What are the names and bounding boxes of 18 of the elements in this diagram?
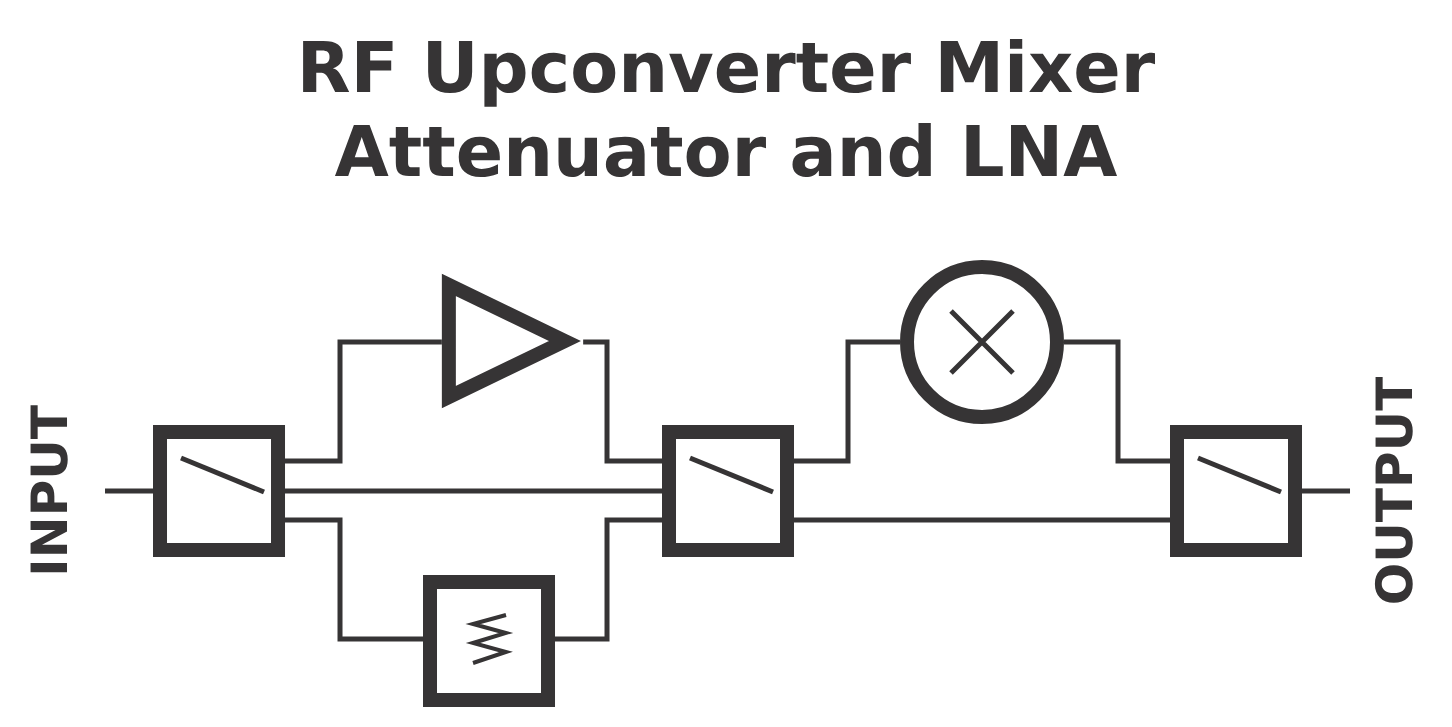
- connector-line: [285, 488, 662, 494]
- mixer-circle: [900, 260, 1064, 424]
- connector-line: [105, 488, 153, 494]
- connector-line: [583, 339, 662, 464]
- input-label: INPUT: [30, 405, 68, 573]
- output-label: OUTPUT: [1374, 377, 1413, 603]
- switch-box: [662, 425, 794, 557]
- connector-line: [794, 339, 900, 464]
- connector-line: [285, 339, 442, 464]
- connector-line: [1064, 339, 1170, 464]
- title: RF Upconverter Mixer Attenuator and LNA: [303, 38, 1156, 178]
- connector-line: [794, 517, 1170, 523]
- attenuator-box: [423, 575, 555, 707]
- switch-box: [1170, 425, 1302, 557]
- connector-line: [555, 517, 662, 642]
- connector-line: [1302, 488, 1350, 494]
- switch-box: [153, 425, 285, 557]
- connector-line: [285, 517, 423, 642]
